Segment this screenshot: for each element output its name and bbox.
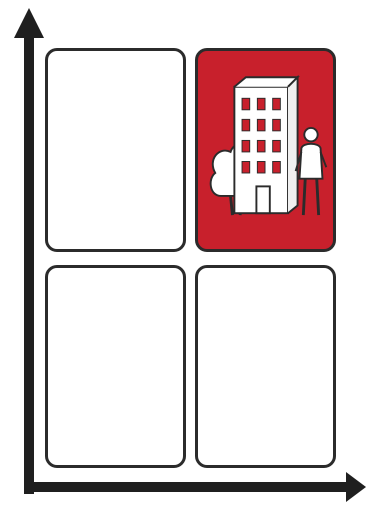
- quadrant-bottom-left: [45, 265, 186, 468]
- quadrant-bottom-right: [195, 265, 336, 468]
- x-axis-arrowhead: [346, 472, 366, 502]
- y-axis: [24, 34, 34, 494]
- quadrant-top-left: [45, 48, 186, 252]
- y-axis-arrowhead: [14, 8, 44, 38]
- building-tree-person-icon: [198, 51, 333, 249]
- quadrant-top-right-highlighted: [195, 48, 336, 252]
- x-axis: [24, 482, 350, 492]
